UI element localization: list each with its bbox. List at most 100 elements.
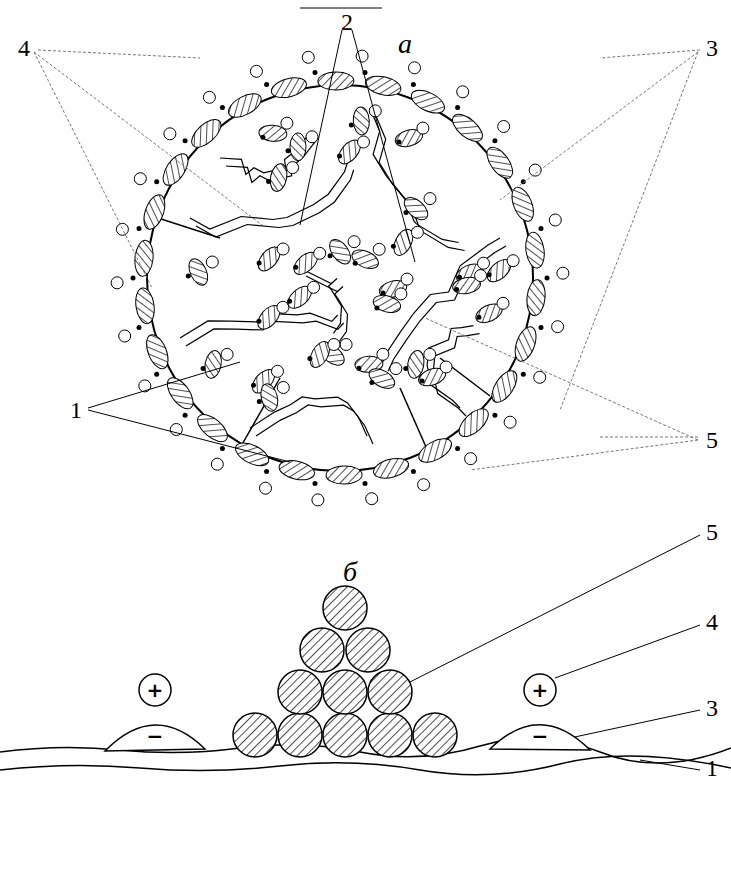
counter-ion [418,479,430,491]
counter-ion [287,162,299,174]
counter-ion [424,193,436,205]
dot [492,413,497,418]
dot [186,274,191,279]
callout-number: 4 [706,610,718,634]
fine-particle [368,713,412,757]
figure-letter: б [343,558,357,586]
adsorbed-ion [203,349,224,380]
adsorbed-ion [318,72,354,91]
counter-ion [314,247,326,259]
adsorbed-ion [158,150,193,190]
callout-number: 4 [18,36,30,60]
fine-particle [413,713,457,757]
pore-channel [370,108,459,243]
counter-ion [340,339,352,351]
counter-ion [366,493,378,505]
dot [251,383,256,388]
adsorbed-ion [142,332,172,372]
counter-ion [497,297,509,309]
callout-number: 1 [706,756,718,780]
dot [454,287,459,292]
adsorbed-ion [405,349,426,379]
counter-ion [302,51,314,63]
dot [356,366,361,371]
dot [137,325,142,330]
dot [363,481,368,486]
dot [154,372,159,377]
counter-ion [478,257,490,269]
dot [369,380,374,385]
counter-ion [401,273,413,285]
pore-channel [382,238,500,363]
adsorbed-ion [524,231,547,269]
counter-ion [134,173,146,185]
counter-ion [549,214,561,226]
counter-ion [440,361,452,373]
counter-ion [411,226,423,238]
counter-ion [417,122,429,134]
adsorbed-ion [454,404,493,442]
dot [539,226,544,231]
particle-outline [147,85,533,471]
counter-ion [409,62,421,74]
adsorbed-ion [415,434,455,467]
dot [257,399,262,404]
adsorbed-ion [525,279,546,317]
adsorbed-ion [371,455,410,482]
counter-ion [475,270,487,282]
figure-stroke [440,358,490,396]
dot [201,366,206,371]
pore-channel [306,276,348,341]
counter-ion [534,371,546,383]
dot [266,179,271,184]
fine-particle [323,586,367,630]
dot [374,305,379,310]
charge-sign: + [532,680,549,700]
dot [264,82,269,87]
dot [521,372,526,377]
adsorbed-ion [134,287,157,325]
counter-ion [504,416,516,428]
dot [403,366,408,371]
counter-ion [277,243,289,255]
dot [477,315,482,320]
fine-particle [278,670,322,714]
adsorbed-ion [277,457,316,482]
adsorbed-ion [408,86,448,118]
dot [256,319,261,324]
counter-ion [348,236,360,248]
dot [183,413,188,418]
counter-ion [552,321,564,333]
adsorbed-ion [482,143,518,183]
adsorbed-ion [269,74,308,101]
counter-ion [272,365,284,377]
counter-ion [260,482,272,494]
dot [286,148,291,153]
fine-particle [278,713,322,757]
counter-ion [211,458,223,470]
dot [487,272,492,277]
fine-particle [346,628,390,672]
adsorbed-ion [290,133,306,161]
adsorbed-ion [448,109,487,146]
leader-lines [34,8,700,770]
adsorbed-ion [326,466,362,485]
counter-ion [424,348,436,360]
adsorbed-ion [187,114,226,152]
counter-ion [498,121,510,133]
dot [313,481,318,486]
dot [264,469,269,474]
counter-ion [377,348,389,360]
callout-number: 2 [341,10,353,34]
counter-ion [465,453,477,465]
callout-number: 1 [70,398,82,422]
adsorbed-ion [232,438,272,470]
dot [337,154,342,159]
dot [539,325,544,330]
dot [455,105,460,110]
dot [154,179,159,184]
counter-ion [281,117,293,129]
dot [545,276,550,281]
counter-ion [328,339,340,351]
